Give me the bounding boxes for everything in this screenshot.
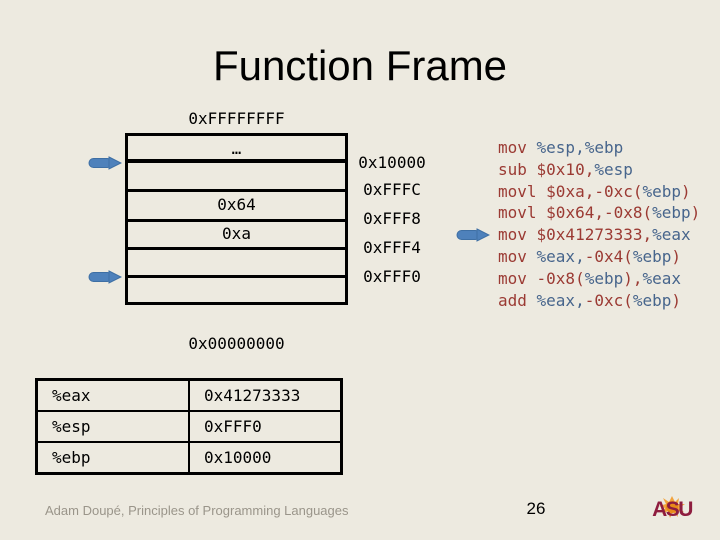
stack-cell: 0xa — [222, 224, 251, 243]
assembly-line: add %eax,-0xc(%ebp) — [498, 290, 682, 310]
register-name: %esp — [35, 410, 190, 443]
assembly-line: mov %eax,-0x4(%ebp) — [498, 246, 682, 266]
stack-address-label: 0xFFF4 — [363, 238, 421, 257]
stack-cell — [128, 248, 345, 276]
stack-memory-box: … 0x64 0xa — [125, 133, 348, 305]
register-name: %ebp — [35, 441, 190, 475]
assembly-line: mov $0x41273333,%eax — [498, 225, 691, 245]
slide-title: Function Frame — [212, 42, 508, 89]
memory-top-address-label: 0xFFFFFFFF — [188, 109, 285, 128]
page-number: 26 — [526, 499, 546, 518]
stack-address-label: 0xFFF8 — [363, 209, 421, 228]
assembly-line: movl $0xa,-0xc(%ebp) — [498, 181, 691, 201]
assembly-line: mov %esp,%ebp — [498, 138, 624, 157]
esp-pointer-arrow — [88, 156, 122, 170]
register-value: 0xFFF0 — [188, 410, 343, 443]
assembly-line: mov -0x8(%ebp),%eax — [498, 268, 682, 288]
ebp-pointer-arrow — [88, 270, 122, 284]
stack-address-label: 0xFFF0 — [363, 267, 421, 286]
stack-divider-line — [128, 159, 345, 163]
footer-credit: Adam Doupé, Principles of Programming La… — [45, 503, 349, 518]
stack-cell — [128, 161, 345, 190]
stack-cell: 0x64 — [217, 195, 256, 214]
asu-logo-text: ASU — [652, 498, 692, 521]
stack-divider-line — [128, 275, 345, 278]
stack-cell: … — [231, 139, 242, 158]
register-value: 0x10000 — [188, 441, 343, 475]
register-name: %eax — [35, 378, 190, 412]
stack-divider-line — [128, 189, 345, 192]
stack-divider-line — [128, 247, 345, 250]
stack-address-label: 0xFFFC — [363, 180, 421, 199]
stack-cell — [128, 276, 345, 302]
current-instruction-arrow — [456, 228, 490, 242]
register-value: 0x41273333 — [188, 378, 343, 412]
asu-logo: ASU — [652, 496, 693, 521]
asu-sunburst-icon — [659, 496, 685, 518]
assembly-line: movl $0x64,-0x8(%ebp) — [498, 203, 701, 223]
stack-divider-line — [128, 219, 345, 222]
assembly-line: sub $0x10,%esp — [498, 159, 633, 179]
stack-address-label: 0x10000 — [358, 153, 426, 172]
memory-bottom-address-label: 0x00000000 — [188, 334, 285, 353]
